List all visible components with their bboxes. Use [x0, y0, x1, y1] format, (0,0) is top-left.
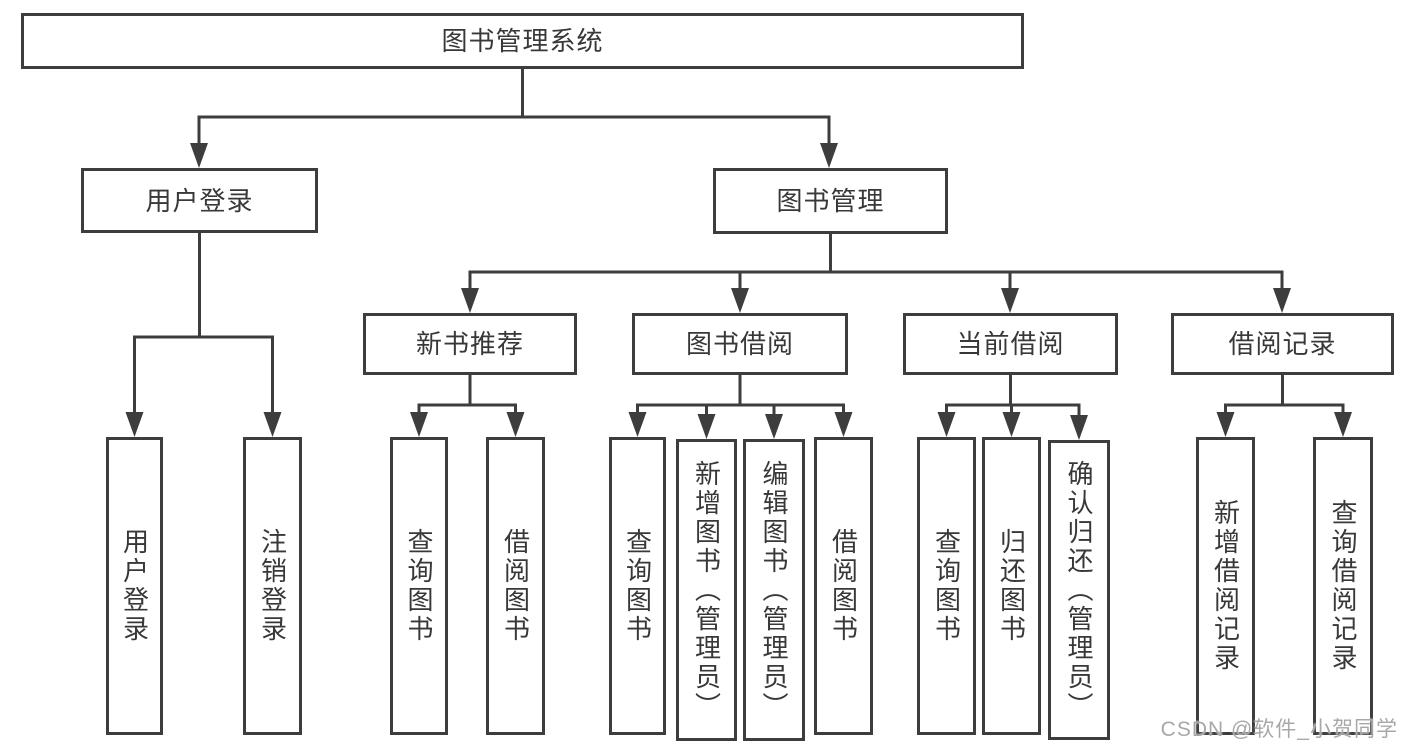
node-leaf-label: 用户登录	[119, 528, 150, 644]
node-leaf-return-books: 归还图书	[982, 437, 1041, 735]
node-borrowing-records: 借阅记录	[1171, 313, 1394, 375]
node-new-book-recommend: 新书推荐	[363, 313, 577, 375]
node-new-book-recommend-label: 新书推荐	[415, 329, 524, 359]
node-root-label: 图书管理系统	[441, 26, 604, 56]
node-current-borrowing-label: 当前借阅	[956, 329, 1065, 359]
node-leaf-label: 编辑图书（管理员）	[759, 459, 789, 721]
node-leaf-label: 查询图书	[404, 528, 434, 644]
node-user-login: 用户登录	[81, 168, 318, 233]
node-leaf-user-login: 用户登录	[106, 437, 163, 735]
node-leaf-confirm-return-admin: 确认归还（管理员）	[1048, 440, 1110, 740]
node-root: 图书管理系统	[21, 13, 1024, 69]
node-book-borrowing-label: 图书借阅	[685, 329, 794, 359]
node-leaf-add-borrow-record: 新增借阅记录	[1196, 437, 1255, 735]
node-leaf-edit-books-admin: 编辑图书（管理员）	[743, 439, 805, 741]
node-leaf-label: 新增图书（管理员）	[691, 459, 722, 721]
node-leaf-label: 借阅图书	[828, 528, 859, 644]
watermark: CSDN @软件_小贺同学	[1160, 718, 1398, 741]
node-leaf-borrow-books: 借阅图书	[814, 437, 873, 735]
node-leaf-label: 查询图书	[622, 528, 653, 644]
node-leaf-query-books-recommend: 查询图书	[390, 437, 448, 735]
node-leaf-query-borrow-record: 查询借阅记录	[1313, 437, 1373, 735]
node-leaf-borrow-books-recommend: 借阅图书	[486, 437, 545, 735]
node-leaf-query-books-current: 查询图书	[917, 437, 976, 735]
node-leaf-label: 确认归还（管理员）	[1064, 459, 1094, 721]
node-leaf-label: 查询图书	[931, 528, 962, 644]
node-leaf-query-books-borrowing: 查询图书	[609, 437, 666, 735]
node-borrowing-records-label: 借阅记录	[1228, 329, 1337, 359]
node-leaf-label: 注销登录	[257, 528, 288, 644]
node-user-login-label: 用户登录	[145, 185, 254, 216]
node-leaf-logout: 注销登录	[243, 437, 302, 735]
node-current-borrowing: 当前借阅	[903, 313, 1118, 375]
node-book-management: 图书管理	[713, 168, 948, 234]
node-leaf-add-books-admin: 新增图书（管理员）	[676, 439, 737, 741]
node-leaf-label: 借阅图书	[500, 528, 531, 644]
node-book-borrowing: 图书借阅	[632, 313, 848, 375]
node-book-management-label: 图书管理	[776, 186, 885, 216]
node-leaf-label: 归还图书	[996, 528, 1027, 644]
node-leaf-label: 查询借阅记录	[1328, 499, 1358, 673]
node-leaf-label: 新增借阅记录	[1210, 499, 1241, 673]
